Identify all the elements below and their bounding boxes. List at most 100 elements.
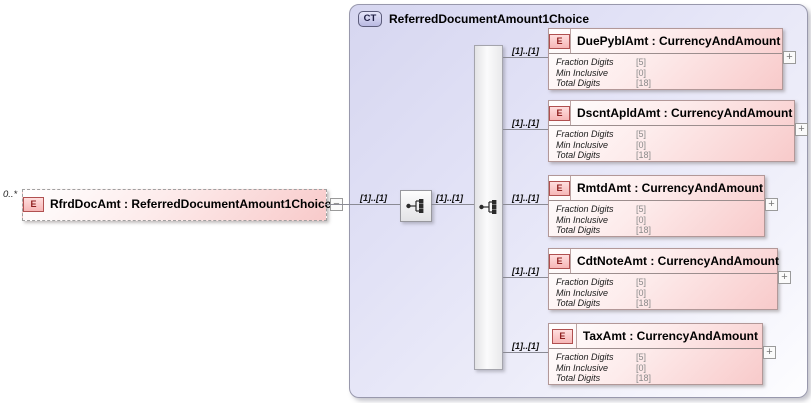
element-box-taxamt[interactable]: E TaxAmt : CurrencyAndAmount Fraction Di… <box>548 323 763 385</box>
facet-label: Min Inclusive <box>556 139 609 150</box>
connector-line <box>503 352 548 353</box>
element-badge-cell: E <box>549 101 571 125</box>
element-badge-cell: E <box>549 324 577 348</box>
facet-value: [18] <box>636 298 652 309</box>
facet-list: Fraction Digits [5] Min Inclusive [0] Tota… <box>549 201 764 236</box>
element-name: DuePyblAmt : CurrencyAndAmount <box>577 34 781 48</box>
facet-row: Fraction Digits [5] <box>556 352 762 363</box>
facet-value: [5] <box>636 129 647 140</box>
element-box-cdtnoteamt[interactable]: E CdtNoteAmt : CurrencyAndAmount Fractio… <box>548 248 779 310</box>
facet-label: Min Inclusive <box>556 362 609 373</box>
choice-icon <box>478 199 497 215</box>
facet-value: [18] <box>636 225 652 236</box>
expand-button[interactable]: + <box>763 346 776 359</box>
facet-value: [18] <box>636 150 652 161</box>
facet-label: Total Digits <box>556 78 601 89</box>
facet-label: Min Inclusive <box>556 67 609 78</box>
connector-line <box>325 204 400 205</box>
facet-value: [0] <box>636 287 647 298</box>
facet-row: Fraction Digits [5] <box>556 129 794 140</box>
connector-line <box>503 277 548 278</box>
facet-row: Min Inclusive [0] <box>556 215 764 226</box>
facet-row: Min Inclusive [0] <box>556 140 794 151</box>
expand-button[interactable]: + <box>795 123 808 136</box>
facet-label: Total Digits <box>556 373 601 384</box>
facet-list: Fraction Digits [5] Min Inclusive [0] Tota… <box>549 349 762 384</box>
choice-icon <box>405 198 424 214</box>
facet-label: Total Digits <box>556 150 601 161</box>
facet-value: [18] <box>636 78 652 89</box>
element-icon: E <box>549 180 570 196</box>
cardinality-label: [1]..[1] <box>512 46 539 56</box>
element-box-rmtdamt[interactable]: E RmtdAmt : CurrencyAndAmount Fraction D… <box>548 175 765 237</box>
element-title-row: E CdtNoteAmt : CurrencyAndAmount <box>549 249 779 274</box>
facet-value: [5] <box>636 277 647 288</box>
facet-row: Total Digits [18] <box>556 373 762 384</box>
connector-line <box>503 129 548 130</box>
complex-type-icon: CT <box>358 11 382 27</box>
complex-type-title: ReferredDocumentAmount1Choice <box>389 12 590 26</box>
facet-row: Fraction Digits [5] <box>556 57 782 68</box>
facet-value: [5] <box>636 204 647 215</box>
facet-label: Fraction Digits <box>556 57 614 68</box>
facet-value: [18] <box>636 373 652 384</box>
connector-line <box>503 204 548 205</box>
element-name: RmtdAmt : CurrencyAndAmount <box>577 181 763 195</box>
element-icon: E <box>549 33 570 49</box>
facet-row: Total Digits [18] <box>556 298 777 309</box>
element-title-row: E TaxAmt : CurrencyAndAmount <box>549 324 762 349</box>
facet-row: Min Inclusive [0] <box>556 288 777 299</box>
element-title-row: E DuePyblAmt : CurrencyAndAmount <box>549 29 782 54</box>
model-group-indicator[interactable] <box>400 190 432 222</box>
expand-button[interactable]: + <box>783 51 796 64</box>
facet-row: Min Inclusive [0] <box>556 363 762 374</box>
cardinality-label: [1]..[1] <box>512 118 539 128</box>
facet-label: Fraction Digits <box>556 204 614 215</box>
facet-label: Total Digits <box>556 225 601 236</box>
connector-line <box>503 57 548 58</box>
facet-value: [0] <box>636 362 647 373</box>
element-title-row: E DscntApldAmt : CurrencyAndAmount <box>549 101 794 126</box>
facet-list: Fraction Digits [5] Min Inclusive [0] Tota… <box>549 274 777 309</box>
choice-group-bar[interactable] <box>474 45 503 370</box>
connector-line <box>431 204 474 205</box>
cardinality-label: [1]..[1] <box>512 193 539 203</box>
facet-value: [0] <box>636 214 647 225</box>
facet-label: Total Digits <box>556 298 601 309</box>
facet-list: Fraction Digits [5] Min Inclusive [0] Tota… <box>549 54 782 89</box>
facet-list: Fraction Digits [5] Min Inclusive [0] Tota… <box>549 126 794 161</box>
cardinality-label: [1]..[1] <box>436 193 463 203</box>
root-element-box[interactable]: E RfrdDocAmt : ReferredDocumentAmount1Ch… <box>22 189 331 221</box>
cardinality-label: [1]..[1] <box>360 193 387 203</box>
facet-value: [0] <box>636 139 647 150</box>
element-badge-cell: E <box>549 249 571 273</box>
facet-value: [5] <box>636 57 647 68</box>
cardinality-label: [1]..[1] <box>512 266 539 276</box>
facet-row: Total Digits [18] <box>556 150 794 161</box>
root-element-name: RfrdDocAmt : ReferredDocumentAmount1Choi… <box>50 197 332 211</box>
element-name: DscntApldAmt : CurrencyAndAmount <box>577 106 793 120</box>
element-badge-cell: E <box>549 176 571 200</box>
facet-value: [0] <box>636 67 647 78</box>
facet-row: Fraction Digits [5] <box>556 204 764 215</box>
facet-value: [5] <box>636 352 647 363</box>
root-element-badge-cell: E <box>23 190 44 218</box>
facet-row: Min Inclusive [0] <box>556 68 782 79</box>
facet-row: Total Digits [18] <box>556 78 782 89</box>
element-box-duepyblamt[interactable]: E DuePyblAmt : CurrencyAndAmount Fractio… <box>548 28 783 90</box>
facet-label: Fraction Digits <box>556 352 614 363</box>
expand-button[interactable]: + <box>765 198 778 211</box>
element-box-dscntapldamt[interactable]: E DscntApldAmt : CurrencyAndAmount Fract… <box>548 100 795 162</box>
facet-row: Total Digits [18] <box>556 225 764 236</box>
facet-label: Fraction Digits <box>556 129 614 140</box>
facet-label: Fraction Digits <box>556 277 614 288</box>
facet-row: Fraction Digits [5] <box>556 277 777 288</box>
element-name: CdtNoteAmt : CurrencyAndAmount <box>577 254 779 268</box>
expand-button[interactable]: + <box>778 271 791 284</box>
facet-label: Min Inclusive <box>556 287 609 298</box>
element-name: TaxAmt : CurrencyAndAmount <box>582 329 758 343</box>
element-icon: E <box>551 328 573 344</box>
facet-label: Min Inclusive <box>556 214 609 225</box>
root-cardinality-label: 0..* <box>3 189 18 200</box>
